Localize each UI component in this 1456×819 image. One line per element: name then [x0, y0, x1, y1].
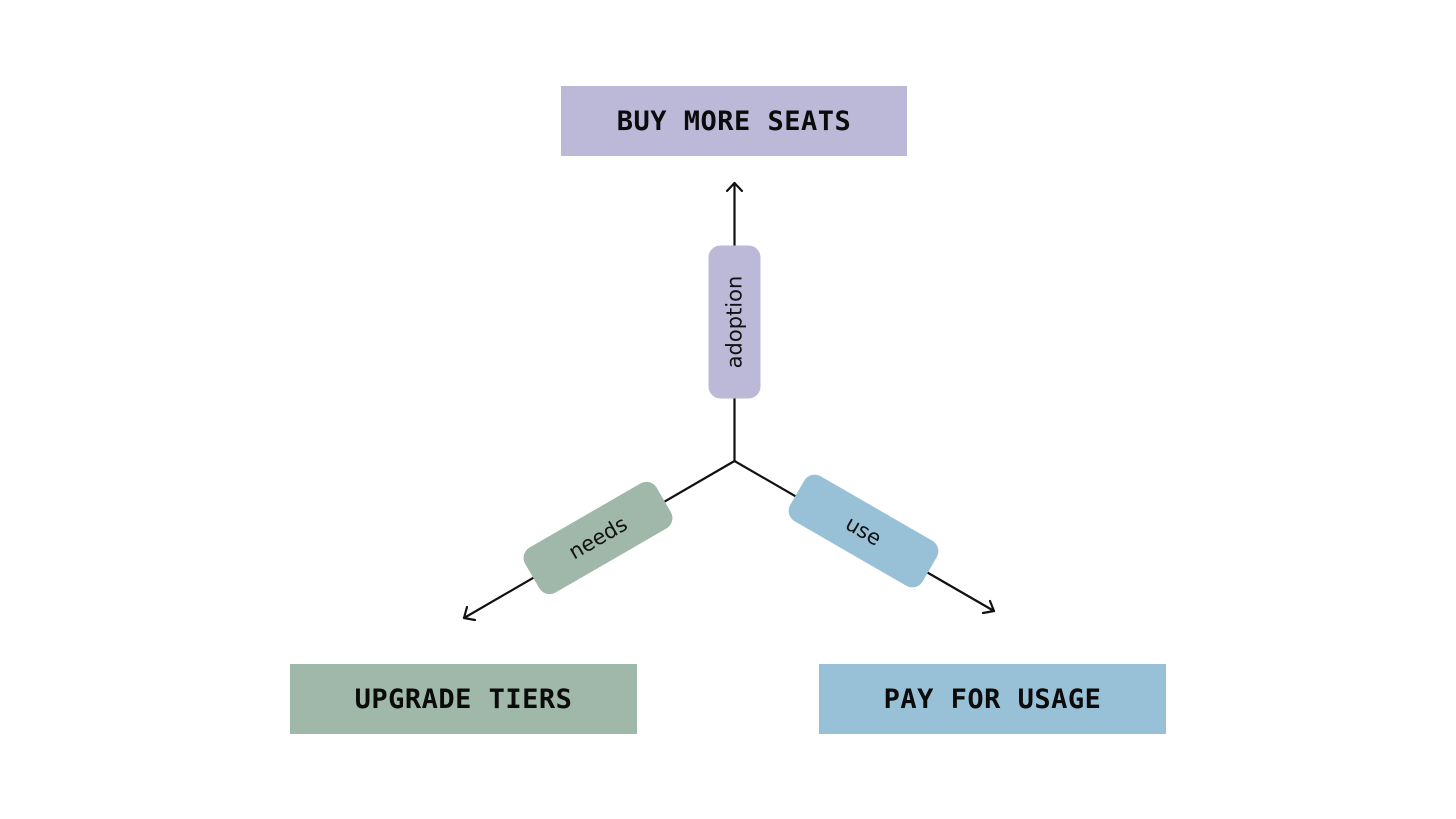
arrow-right-head [981, 599, 996, 615]
arrow-up-head [725, 181, 744, 193]
pay-for-usage-box: PAY FOR USAGE [819, 664, 1166, 734]
adoption-driver-label: adoption [708, 245, 761, 399]
upgrade-tiers-box: UPGRADE TIERS [290, 664, 637, 734]
arrow-left-head [462, 605, 477, 622]
buy-more-seats-box: BUY MORE SEATS [561, 86, 907, 156]
